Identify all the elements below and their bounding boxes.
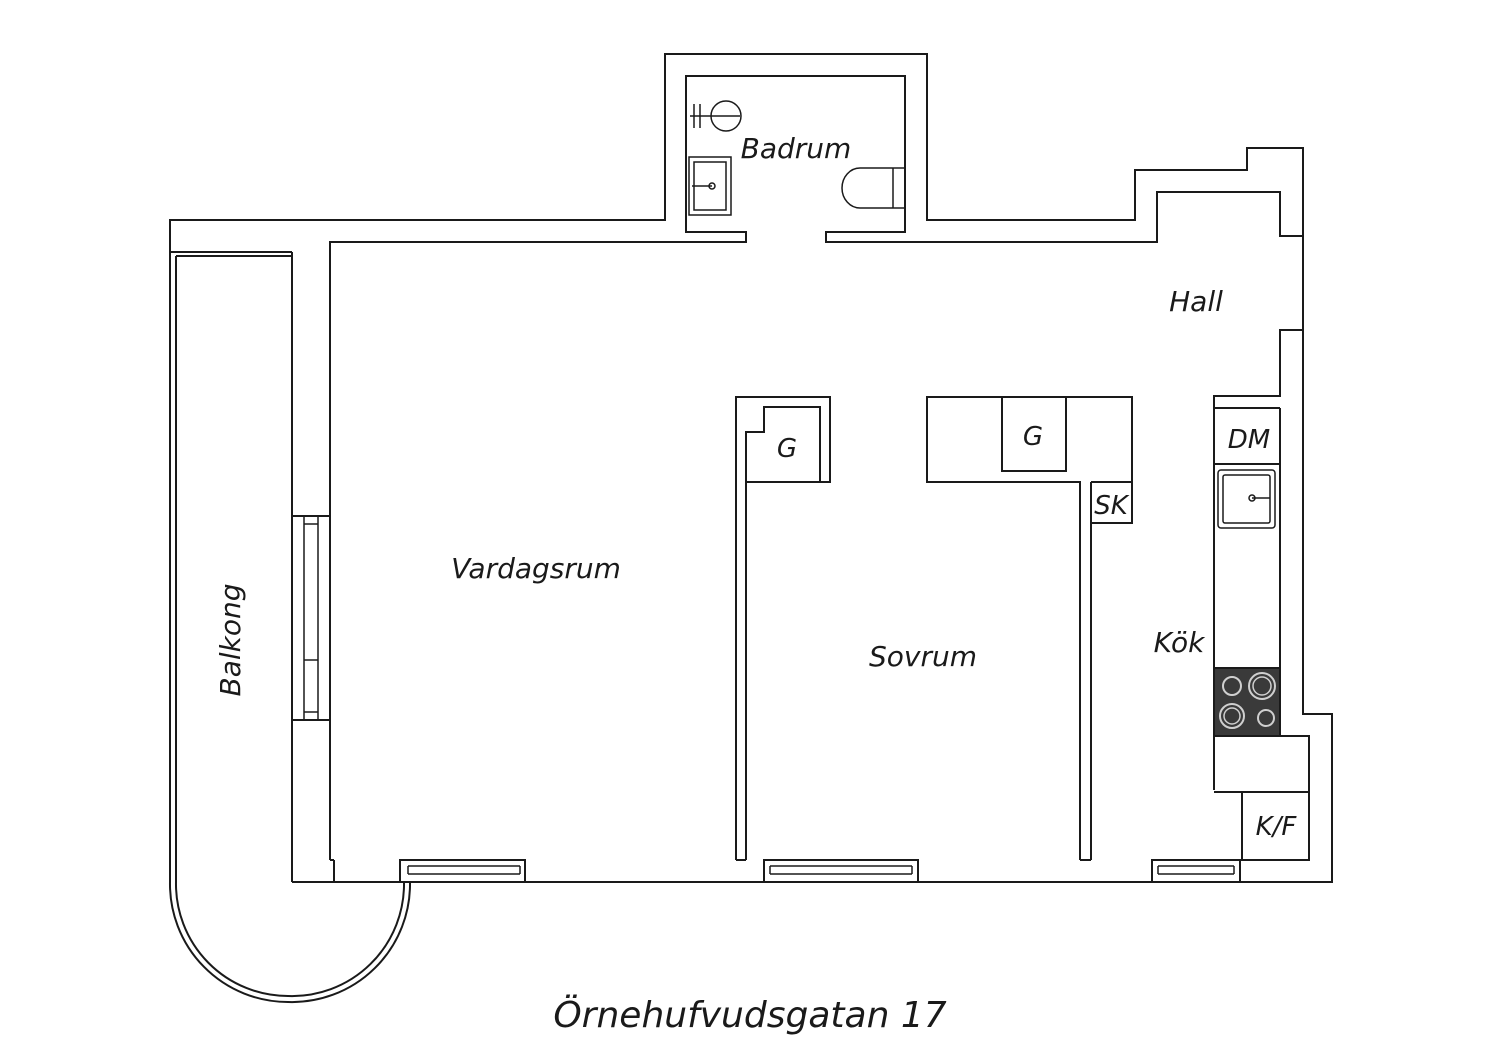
bathroom-fixtures xyxy=(688,100,905,216)
window-kitchen xyxy=(1151,859,1241,883)
stove-icon xyxy=(1213,667,1281,737)
room-label-balkong: Balkong xyxy=(214,583,247,696)
kitchen-counter xyxy=(1213,407,1310,861)
room-label-hall: Hall xyxy=(1169,285,1223,318)
living-closet xyxy=(735,396,831,860)
balcony-door xyxy=(291,515,331,721)
exterior-walls xyxy=(169,53,1333,883)
bedroom-closets xyxy=(926,396,1133,860)
shower-icon xyxy=(690,100,742,132)
closet-label-sk: SK xyxy=(1094,491,1130,521)
fridge-freezer-label: K/F xyxy=(1256,812,1298,842)
closet-label-bedroom: G xyxy=(1023,422,1043,452)
dishwasher-label: DM xyxy=(1228,425,1270,455)
window-living xyxy=(399,859,526,883)
toilet-icon xyxy=(841,167,905,209)
room-label-kok: Kök xyxy=(1154,626,1206,659)
room-label-badrum: Badrum xyxy=(741,132,852,165)
window-bedroom xyxy=(763,859,919,883)
kitchen-sink-icon xyxy=(1217,469,1276,529)
interior-wall-faces xyxy=(329,75,1303,882)
sink-icon xyxy=(688,156,732,216)
closet-label-living: G xyxy=(777,434,797,464)
room-label-sovrum: Sovrum xyxy=(869,640,977,673)
room-label-vardagsrum: Vardagsrum xyxy=(451,552,621,585)
balcony xyxy=(168,252,412,1004)
address-caption: Örnehufvudsgatan 17 xyxy=(553,994,946,1036)
